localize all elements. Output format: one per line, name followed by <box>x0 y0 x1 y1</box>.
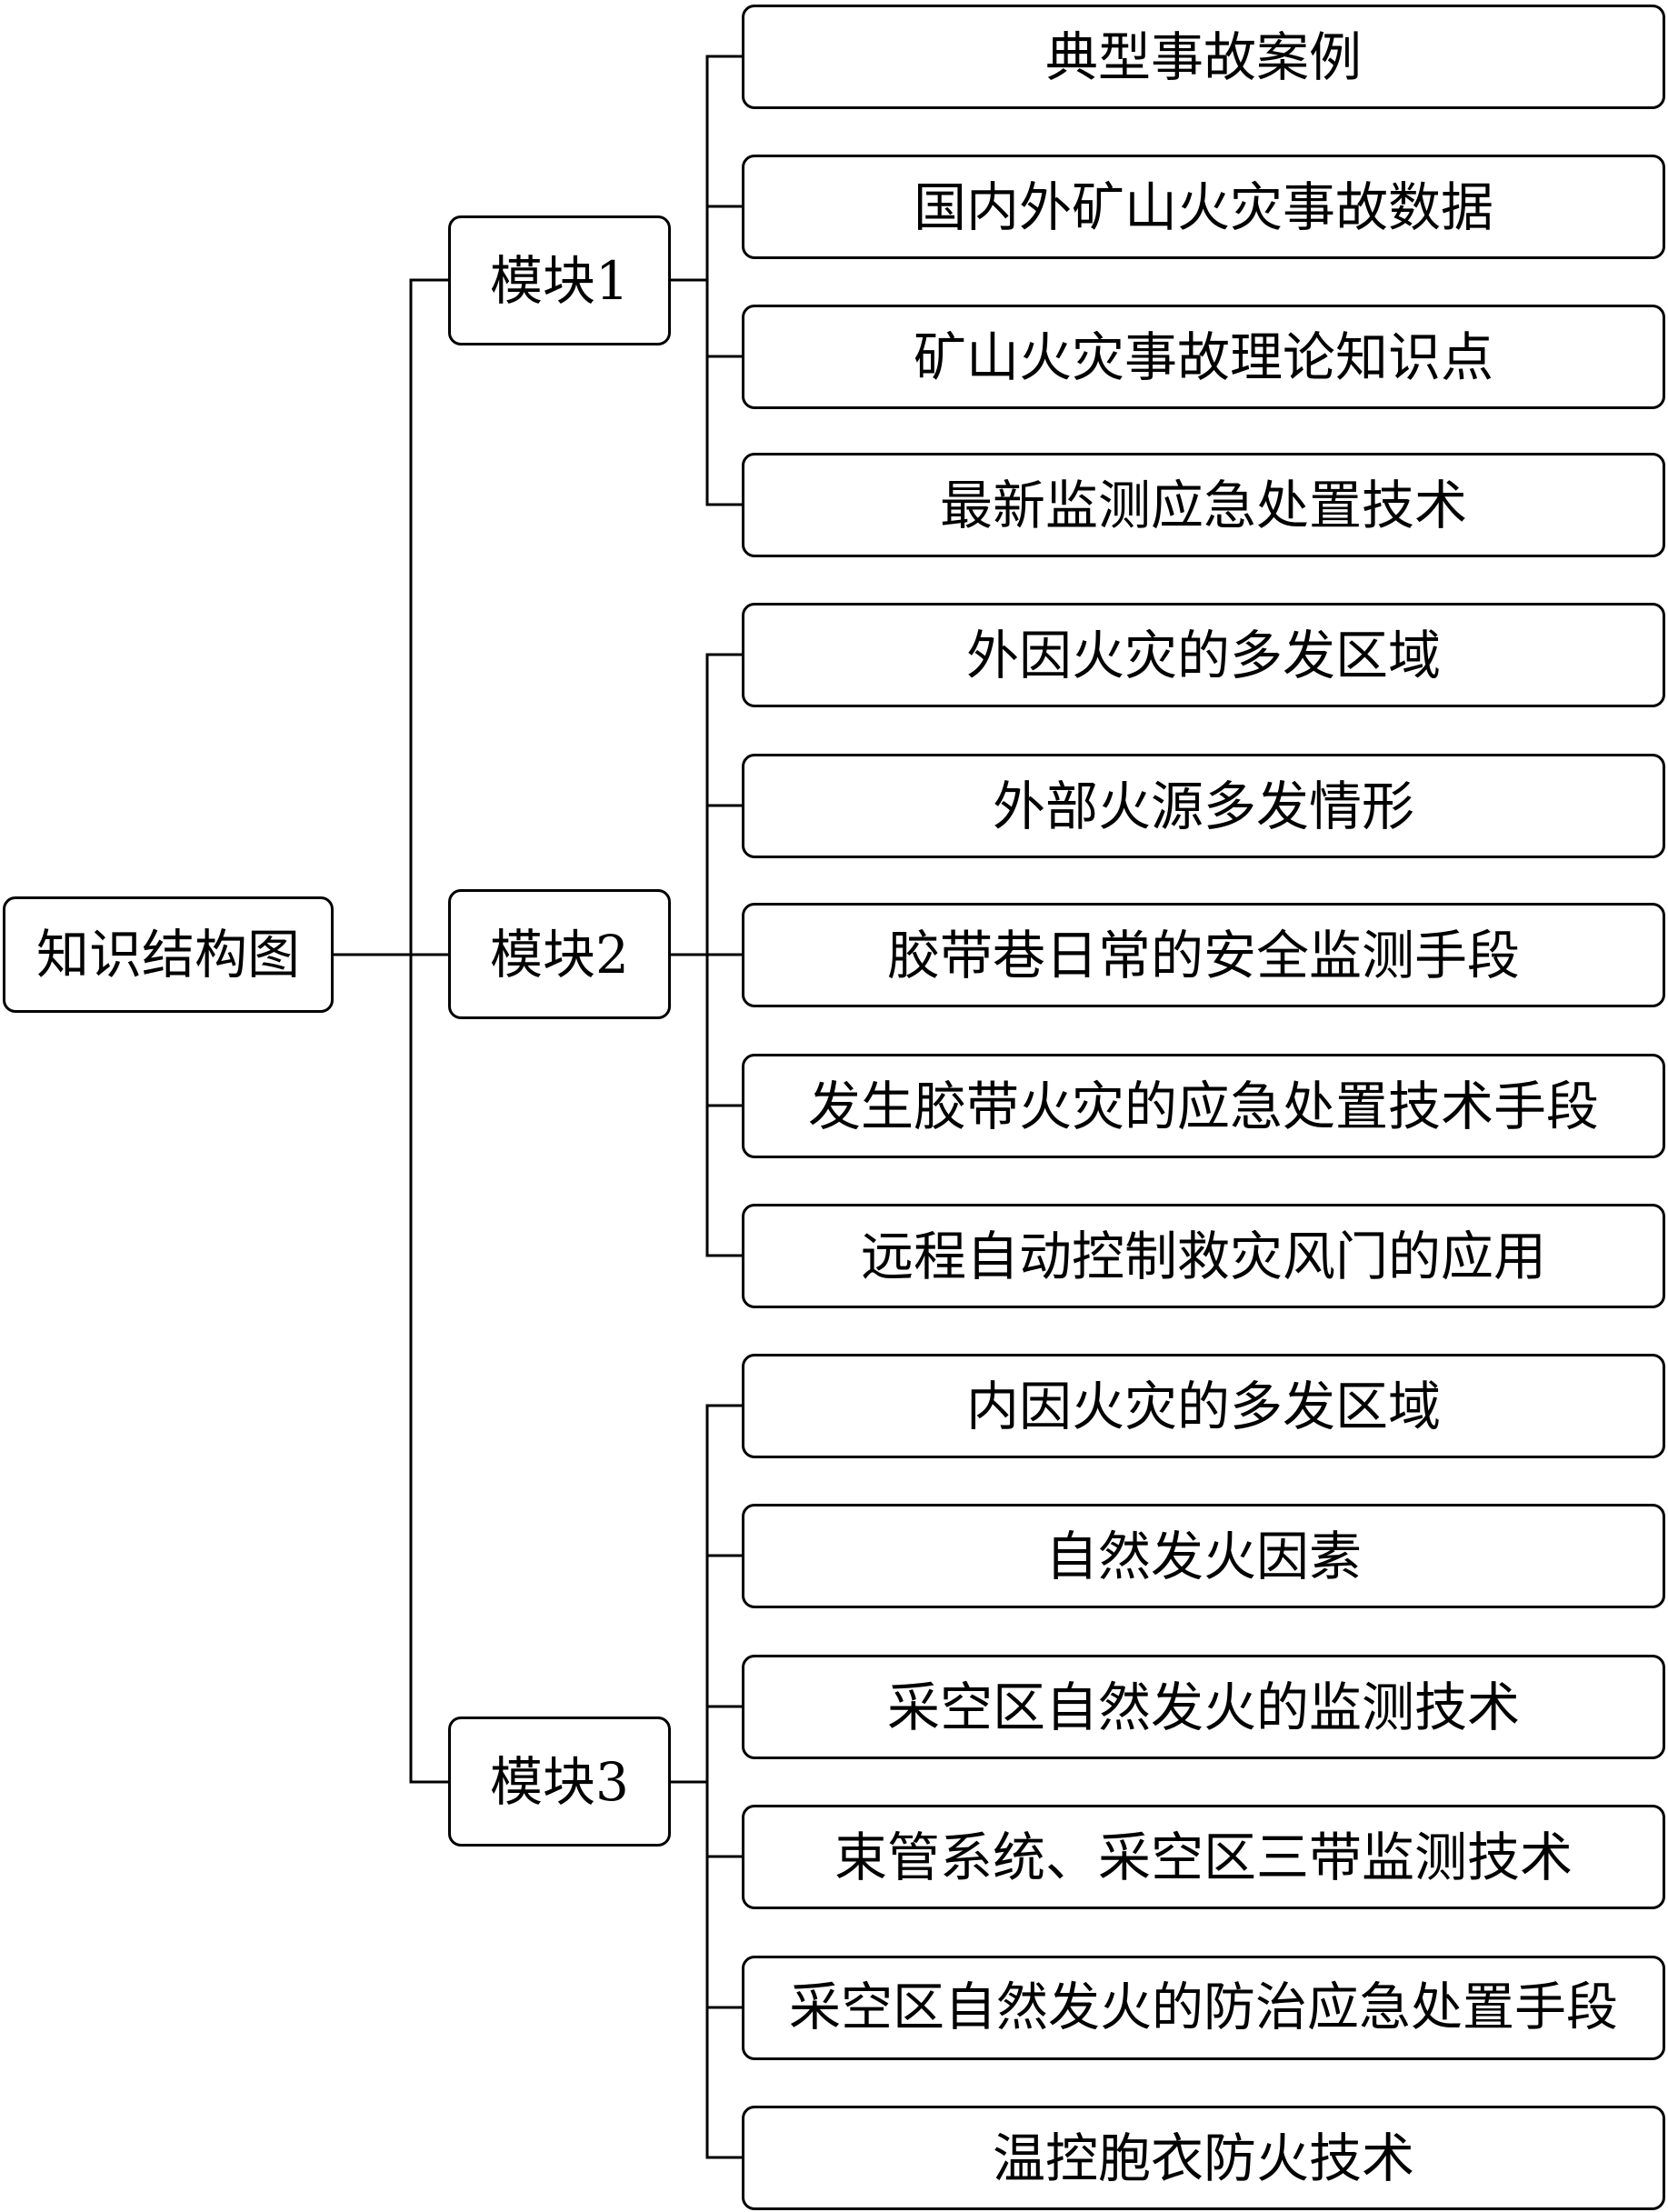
leaf-label: 国内外矿山火灾事故数据 <box>913 175 1493 238</box>
leaf-label: 外因火灾的多发区域 <box>965 624 1441 686</box>
leaf-label: 外部火源多发情形 <box>992 775 1414 837</box>
leaf-label: 温控胞衣防火技术 <box>992 2127 1414 2189</box>
leaf-node: 采空区自然发火的监测技术 <box>742 1655 1665 1759</box>
leaf-node: 外部火源多发情形 <box>742 754 1665 858</box>
leaf-node: 典型事故案例 <box>742 5 1665 109</box>
leaf-node: 采空区自然发火的防治应急处置手段 <box>742 1956 1665 2060</box>
module-2-label: 模块2 <box>490 923 629 986</box>
module-3-label: 模块3 <box>490 1750 629 1813</box>
leaf-node: 发生胶带火灾的应急处置技术手段 <box>742 1054 1665 1158</box>
leaf-label: 矿山火灾事故理论知识点 <box>913 325 1493 388</box>
leaf-label: 胶带巷日常的安全监测手段 <box>886 924 1520 986</box>
leaf-label: 发生胶带火灾的应急处置技术手段 <box>807 1075 1599 1137</box>
module-2-node: 模块2 <box>448 889 671 1019</box>
leaf-node: 外因火灾的多发区域 <box>742 603 1665 707</box>
leaf-node: 矿山火灾事故理论知识点 <box>742 305 1665 409</box>
module-1-node: 模块1 <box>448 215 671 345</box>
root-node: 知识结构图 <box>3 896 334 1013</box>
leaf-node: 远程自动控制救灾风门的应用 <box>742 1204 1665 1308</box>
leaf-label: 典型事故案例 <box>1044 25 1362 88</box>
leaf-label: 内因火灾的多发区域 <box>965 1375 1441 1437</box>
leaf-label: 束管系统、采空区三带监测技术 <box>834 1826 1573 1888</box>
leaf-node: 国内外矿山火灾事故数据 <box>742 155 1665 259</box>
module-1-label: 模块1 <box>490 249 629 312</box>
leaf-label: 采空区自然发火的监测技术 <box>886 1676 1520 1738</box>
leaf-node: 最新监测应急处置技术 <box>742 453 1665 557</box>
leaf-label: 采空区自然发火的防治应急处置手段 <box>789 1977 1618 2037</box>
leaf-node: 内因火灾的多发区域 <box>742 1354 1665 1458</box>
leaf-node: 自然发火因素 <box>742 1504 1665 1608</box>
leaf-label: 自然发火因素 <box>1044 1525 1362 1587</box>
root-label: 知识结构图 <box>35 924 300 986</box>
leaf-label: 远程自动控制救灾风门的应用 <box>860 1225 1546 1287</box>
module-3-node: 模块3 <box>448 1717 671 1847</box>
leaf-node: 温控胞衣防火技术 <box>742 2106 1665 2210</box>
leaf-node: 胶带巷日常的安全监测手段 <box>742 903 1665 1007</box>
leaf-label: 最新监测应急处置技术 <box>939 474 1467 536</box>
leaf-node: 束管系统、采空区三带监测技术 <box>742 1805 1665 1909</box>
